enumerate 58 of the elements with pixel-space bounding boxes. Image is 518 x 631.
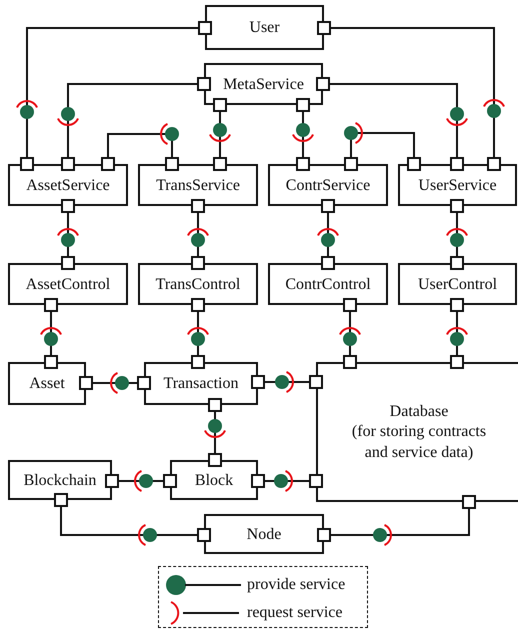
component-box bbox=[8, 460, 112, 500]
component-box bbox=[8, 263, 128, 305]
component-box bbox=[138, 164, 258, 206]
component-name: UserService bbox=[418, 176, 497, 194]
component-name: AssetService bbox=[26, 176, 110, 194]
component-name: ContrService bbox=[286, 176, 370, 194]
component-box bbox=[398, 164, 517, 206]
component-name: UserControl bbox=[418, 274, 498, 294]
assembly-connector bbox=[54, 493, 211, 542]
component-box bbox=[268, 263, 388, 305]
assembly-connector bbox=[213, 98, 227, 171]
assembly-connector bbox=[316, 77, 464, 171]
component-box bbox=[268, 164, 388, 206]
component-box bbox=[8, 164, 128, 206]
assembly-connector bbox=[191, 199, 205, 270]
component-box bbox=[316, 362, 518, 502]
component-name: Node bbox=[246, 524, 282, 544]
assembly-connector bbox=[344, 132, 421, 171]
component-name: Blockchain bbox=[24, 470, 96, 490]
assembly-connector bbox=[20, 21, 212, 171]
assembly-connector bbox=[317, 495, 476, 542]
component-name: MetaService bbox=[223, 74, 304, 94]
assembly-connector bbox=[105, 474, 177, 488]
assembly-connector bbox=[317, 21, 501, 171]
assembly-connector bbox=[251, 474, 323, 488]
legend-label: provide service bbox=[247, 575, 346, 595]
component-box bbox=[144, 362, 258, 405]
component-name: ContrControl bbox=[285, 274, 371, 294]
component-box bbox=[138, 263, 258, 305]
assembly-connector bbox=[61, 77, 211, 171]
component-box bbox=[170, 460, 258, 500]
component-name: Asset bbox=[29, 374, 65, 393]
assembly-connector bbox=[343, 298, 357, 369]
assembly-connector bbox=[251, 375, 323, 389]
assembly-connector bbox=[101, 133, 179, 171]
assembly-connector bbox=[44, 298, 58, 369]
component-box bbox=[204, 514, 324, 554]
assembly-connector bbox=[208, 398, 222, 467]
assembly-connector bbox=[450, 199, 464, 270]
assembly-connector bbox=[79, 376, 151, 390]
component-name: Block bbox=[194, 470, 234, 490]
component-box bbox=[8, 362, 86, 405]
component-name: AssetControl bbox=[26, 274, 110, 294]
component-name: User bbox=[249, 18, 280, 37]
assembly-connector bbox=[296, 98, 310, 171]
assembly-connector bbox=[450, 298, 464, 369]
component-box bbox=[204, 63, 323, 105]
component-box bbox=[205, 5, 324, 50]
component-name: Database bbox=[390, 402, 448, 421]
assembly-connector bbox=[191, 298, 205, 369]
component-box bbox=[398, 263, 517, 305]
legend-label: request service bbox=[247, 603, 343, 623]
assembly-connector bbox=[61, 199, 75, 270]
component-name: TransService bbox=[156, 176, 240, 194]
component-description: (for storing contracts and service data) bbox=[350, 422, 488, 463]
assembly-connector bbox=[321, 199, 335, 270]
component-name: Transaction bbox=[164, 374, 238, 393]
component-name: TransControl bbox=[156, 274, 240, 294]
